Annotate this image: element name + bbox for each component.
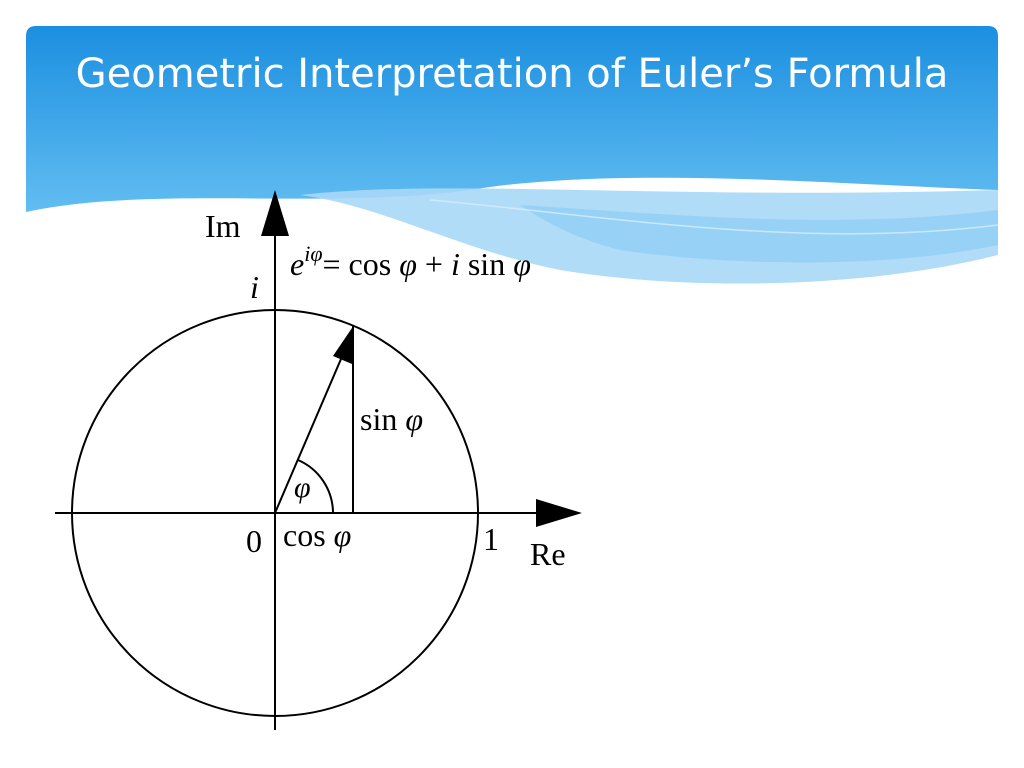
formula-exponent: iφ xyxy=(304,241,322,266)
cos-label-phi: φ xyxy=(334,517,352,553)
sin-label-text: sin xyxy=(360,401,405,437)
euler-formula: eiφ= cos φ + i sin φ xyxy=(290,241,531,282)
formula-phi-2: φ xyxy=(513,246,531,282)
formula-rhs-start: = cos xyxy=(323,246,400,282)
formula-base: e xyxy=(290,246,304,282)
origin-label: 0 xyxy=(246,523,262,559)
formula-plus: + xyxy=(417,246,451,282)
formula-phi-1: φ xyxy=(399,246,417,282)
imaginary-unit-label: i xyxy=(250,269,259,305)
imaginary-axis-label: Im xyxy=(205,208,241,244)
radius-vector xyxy=(274,344,348,514)
sin-label: sin φ xyxy=(360,401,423,437)
header-wave-mid xyxy=(520,205,998,263)
real-unit-label: 1 xyxy=(483,521,499,557)
radius-vector-arrowhead xyxy=(333,325,354,364)
formula-i: i xyxy=(451,246,460,282)
sin-label-phi: φ xyxy=(405,401,423,437)
cos-label-text: cos xyxy=(283,517,334,553)
header-band xyxy=(26,26,998,212)
cos-label: cos φ xyxy=(283,517,351,553)
angle-arc xyxy=(297,459,334,514)
header-wave-line xyxy=(429,199,999,235)
slide-title: Geometric Interpretation of Euler’s Form… xyxy=(75,51,949,97)
imaginary-axis-arrowhead xyxy=(261,190,289,236)
header-background xyxy=(26,26,999,284)
real-axis-label: Re xyxy=(530,536,566,572)
formula-sin-text: sin xyxy=(460,246,513,282)
real-axis-arrowhead xyxy=(536,499,582,527)
angle-label: φ xyxy=(294,471,311,504)
